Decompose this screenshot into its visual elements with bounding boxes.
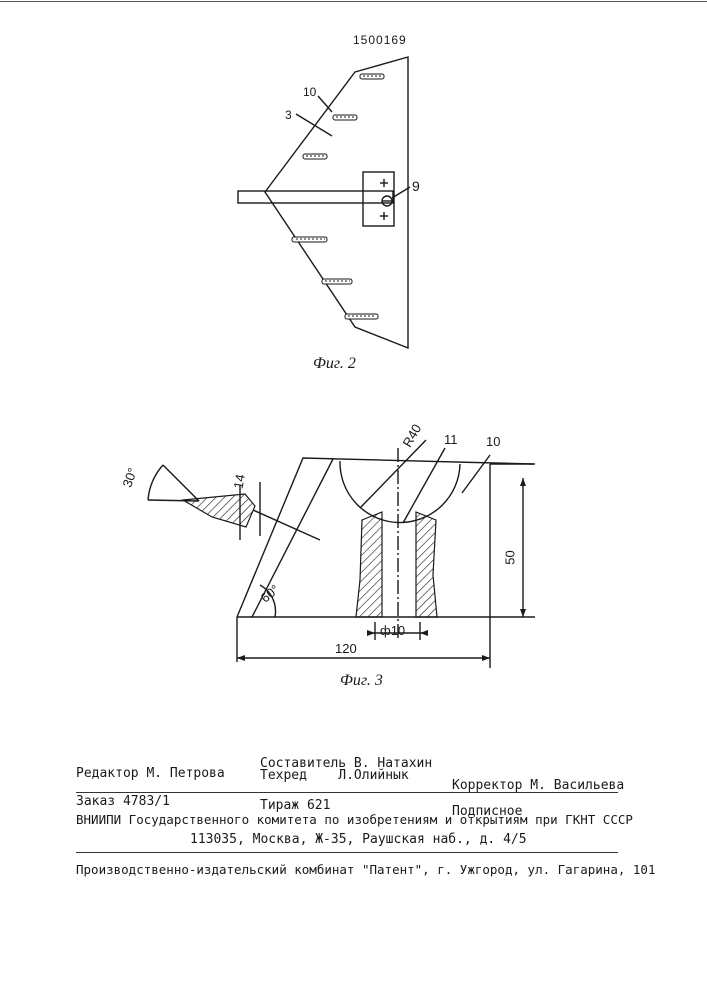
fig3-dim-14: 14: [231, 473, 248, 490]
imprint-org-line1: ВНИИПИ Государственного комитета по изоб…: [76, 812, 633, 827]
imprint-org-line2: 113035, Москва, Ж-35, Раушская наб., д. …: [190, 832, 527, 847]
fig3-diameter-10: ф10: [380, 623, 405, 638]
imprint-corrector: Корректор М. Васильева: [452, 778, 624, 793]
figure-3-drawing: [0, 0, 707, 700]
hatched-wall-left: [356, 512, 382, 617]
imprint-publisher: Производственно-издательский комбинат "П…: [76, 862, 655, 877]
fig3-height-50: 50: [503, 550, 518, 564]
imprint-techred: Техред Л.Олийнык: [260, 768, 409, 783]
imprint-editor: Редактор М. Петрова: [76, 766, 225, 781]
fig3-width-120: 120: [335, 641, 357, 656]
fig3-caption: Фиг. 3: [340, 672, 383, 690]
tooth-profile: [183, 494, 255, 527]
fig3-label-11: 11: [444, 432, 458, 447]
imprint-rule-1: [76, 792, 618, 793]
hatched-wall-right: [416, 512, 437, 617]
imprint-rule-2: [76, 852, 618, 853]
imprint-circulation: Тираж 621: [260, 798, 330, 813]
imprint-order: Заказ 4783/1: [76, 794, 170, 809]
fig3-label-10: 10: [486, 434, 500, 449]
